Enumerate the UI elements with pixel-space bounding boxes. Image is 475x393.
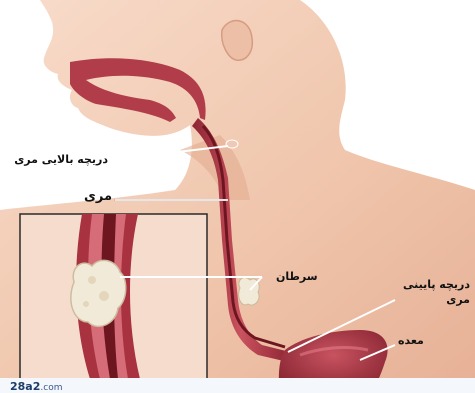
zoom-inset [20, 214, 207, 379]
watermark-bar [0, 378, 475, 393]
label-upper-sphincter: دریچه بالایی مری [8, 152, 108, 167]
watermark-site: 28a2 [10, 380, 40, 393]
label-stomach: معده [398, 334, 438, 347]
label-cancer: سرطان [276, 270, 336, 283]
label-esophagus: مری [60, 190, 112, 203]
watermark-suffix: .com [40, 383, 62, 393]
watermark: 28a2.com [10, 380, 62, 393]
tumor [239, 278, 260, 306]
label-lower-sphincter: دریچه پایینی مری [392, 277, 470, 307]
